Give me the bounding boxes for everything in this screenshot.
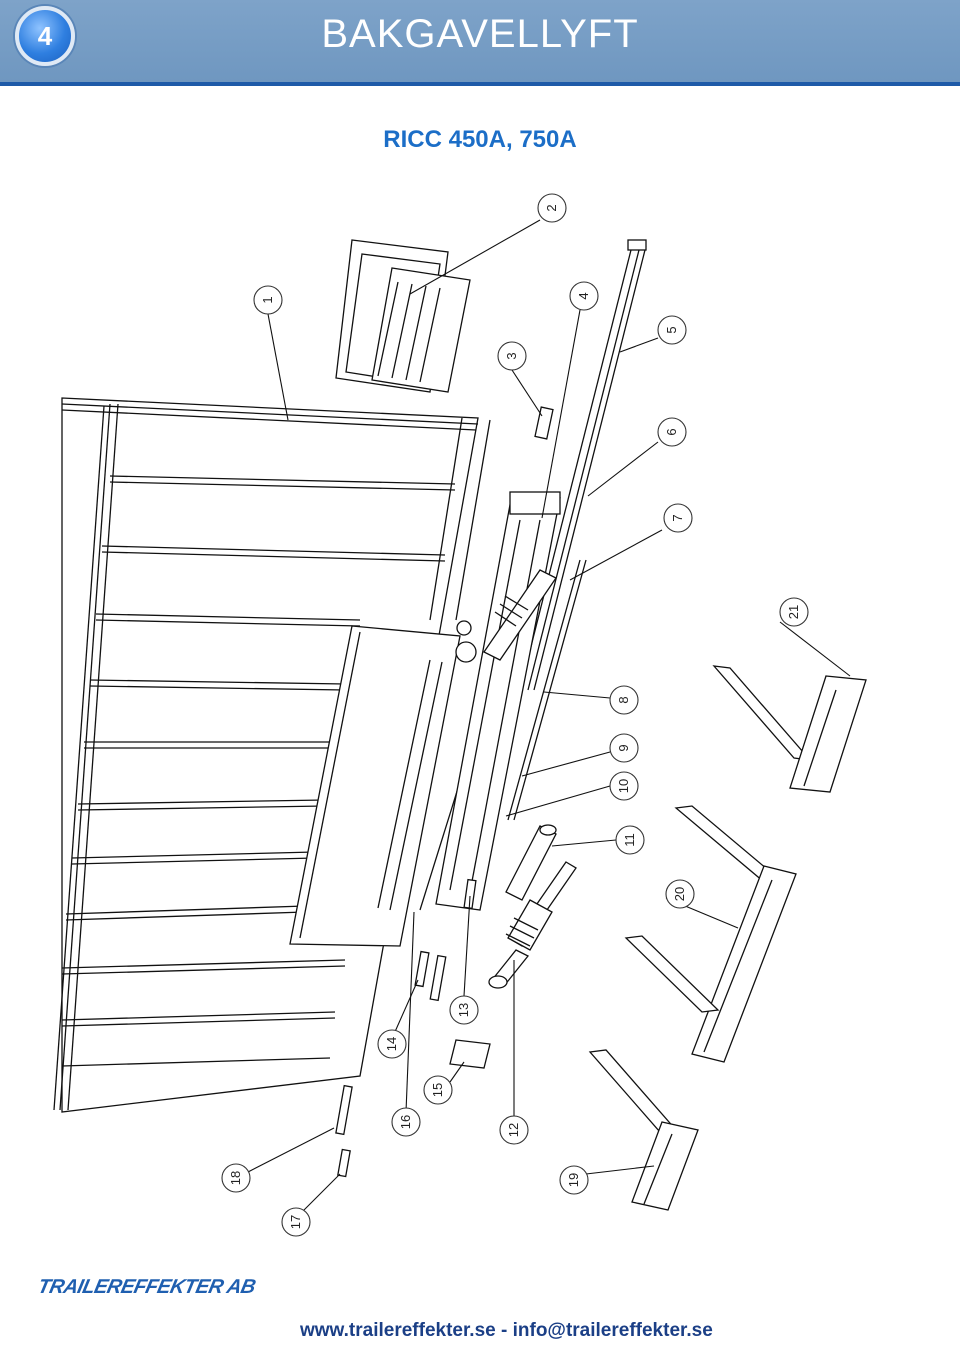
hydraulic-unit [335, 239, 471, 393]
callout-5: 5 [664, 326, 679, 333]
callout-10: 10 [616, 779, 631, 793]
leader-lines [247, 219, 851, 1215]
header-bar [0, 0, 960, 82]
callout-8: 8 [616, 696, 631, 703]
callout-17: 17 [288, 1215, 303, 1229]
callout-3: 3 [504, 352, 519, 359]
header-divider [0, 82, 960, 98]
callout-21: 21 [786, 605, 801, 619]
mounted-cylinder [455, 569, 557, 663]
mounting-bracket [449, 1039, 491, 1069]
callout-13: 13 [456, 1003, 471, 1017]
footer-contact[interactable]: www.trailereffekter.se - info@trailereff… [300, 1320, 713, 1341]
callout-14: 14 [384, 1037, 399, 1051]
callout-19: 19 [566, 1173, 581, 1187]
callout-16: 16 [398, 1115, 413, 1129]
callout-9: 9 [616, 744, 631, 751]
model-subtitle: RICC 450A, 750A [383, 126, 577, 153]
callout-1: 1 [260, 296, 275, 303]
callout-12: 12 [506, 1123, 521, 1137]
page-title: BAKGAVELLYFT [321, 12, 639, 56]
callout-11: 11 [622, 833, 637, 847]
callout-4: 4 [576, 292, 591, 299]
hydraulic-hoses [507, 239, 647, 821]
callout-15: 15 [430, 1083, 445, 1097]
callout-2: 2 [544, 204, 559, 211]
callout-6: 6 [664, 428, 679, 435]
pins [335, 878, 477, 1178]
loose-cylinders [488, 824, 577, 989]
callout-7: 7 [670, 514, 685, 521]
callout-circles [221, 193, 809, 1237]
section-number-badge: 4 [15, 6, 75, 66]
support-legs [588, 665, 867, 1211]
callout-20: 20 [672, 887, 687, 901]
callout-18: 18 [228, 1171, 243, 1185]
folding-section [289, 625, 499, 947]
company-logo: TRAILEREFFEKTER AB [35, 1276, 258, 1298]
